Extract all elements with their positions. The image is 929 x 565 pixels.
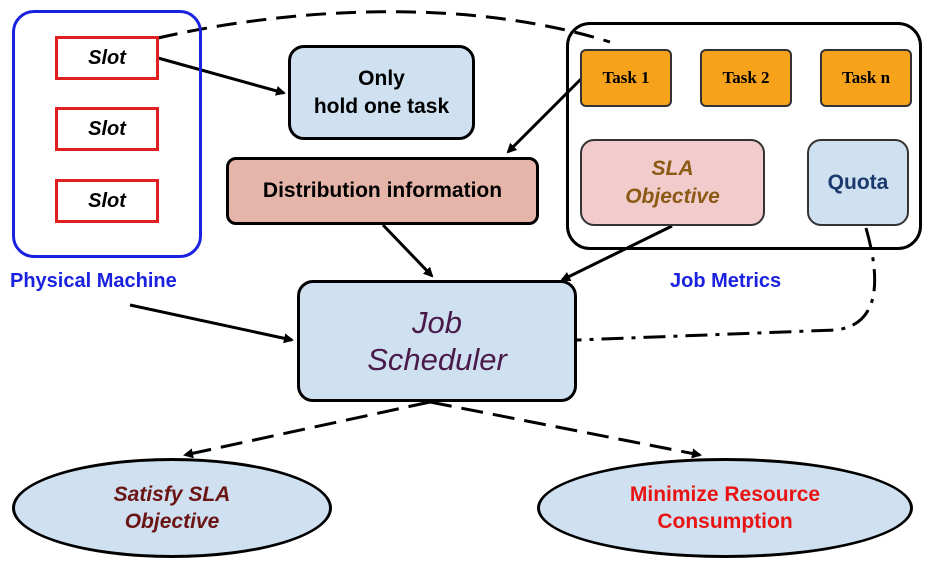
task-n: Task n xyxy=(820,49,912,107)
slot-to-only-hold-arrow xyxy=(157,56,286,96)
sla-line-2: Objective xyxy=(625,184,720,208)
scheduler-to-minimize-arrow xyxy=(429,400,702,459)
only-hold-line-2: hold one task xyxy=(313,94,450,118)
physical-machine-label: Physical Machine xyxy=(10,270,177,292)
scheduler-line-2: Scheduler xyxy=(367,342,507,377)
satisfy-line-1: Satisfy SLA xyxy=(113,483,231,506)
sla-objective-box: SLA Objective xyxy=(580,139,765,226)
task-to-distribution-arrow xyxy=(506,76,584,154)
minimize-resource-consumption-ellipse: Minimize Resource Consumption xyxy=(537,458,913,558)
only-hold-one-task-box: Only hold one task xyxy=(288,45,475,140)
job-metrics-label: Job Metrics xyxy=(670,270,782,292)
slot-2: Slot xyxy=(55,107,159,151)
scheduler-line-1: Job xyxy=(412,305,462,340)
quota-to-scheduler-dashdot xyxy=(576,227,877,342)
machine-to-scheduler-arrow xyxy=(129,303,294,344)
satisfy-line-2: Objective xyxy=(124,510,220,533)
sla-to-scheduler-arrow xyxy=(560,224,673,282)
sla-line-1: SLA xyxy=(651,156,694,180)
distribution-to-scheduler-arrow xyxy=(381,223,434,278)
job-scheduler-box: Job Scheduler xyxy=(297,280,577,402)
task-2: Task 2 xyxy=(700,49,792,107)
distribution-information-box: Distribution information xyxy=(226,157,539,225)
physical-machine-container xyxy=(12,10,202,258)
task-1: Task 1 xyxy=(580,49,672,107)
slot-3: Slot xyxy=(55,179,159,223)
slot-to-task-dashed-curve xyxy=(157,10,611,44)
slot-1: Slot xyxy=(55,36,159,80)
only-hold-line-1: Only xyxy=(358,66,405,90)
minimize-line-1: Minimize Resource xyxy=(629,483,821,506)
minimize-line-2: Consumption xyxy=(657,510,793,533)
satisfy-sla-objective-ellipse: Satisfy SLA Objective xyxy=(12,458,332,558)
quota-box: Quota xyxy=(807,139,909,226)
scheduler-to-satisfy-arrow xyxy=(183,400,431,459)
job-metrics-container xyxy=(566,22,922,250)
